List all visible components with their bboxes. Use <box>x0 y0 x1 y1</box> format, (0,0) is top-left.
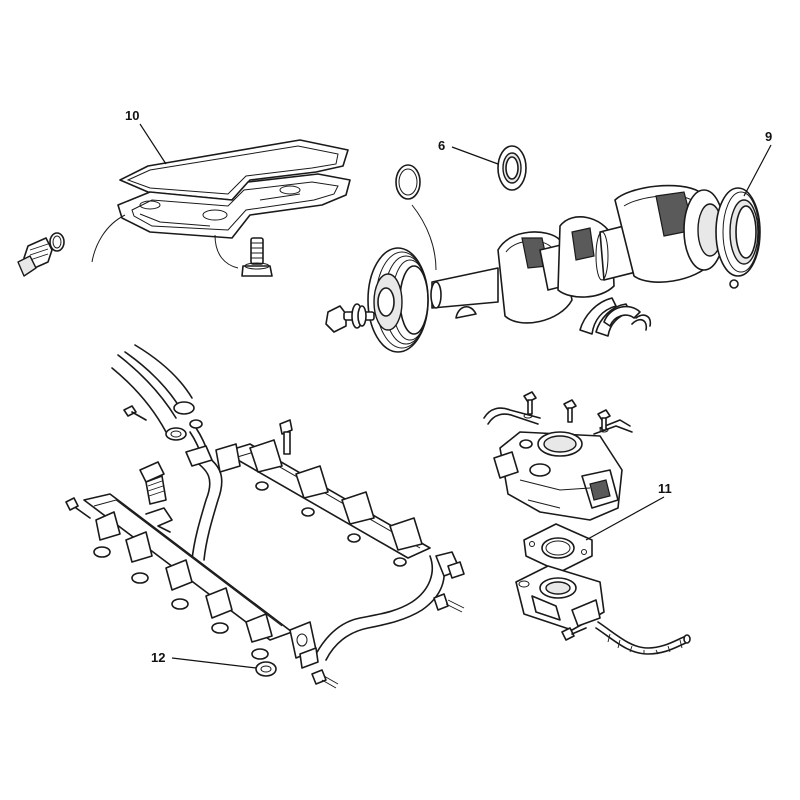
pipe-flange[interactable] <box>289 621 319 669</box>
crossover-pipe[interactable] <box>315 551 465 661</box>
leader-10 <box>139 123 167 165</box>
leader-11 <box>585 496 665 541</box>
upper-fuel-rail[interactable] <box>215 439 431 567</box>
leader-6 <box>451 146 499 165</box>
leader-9 <box>743 144 772 197</box>
drain-plug[interactable] <box>17 232 65 277</box>
rail-bolt-upper[interactable] <box>279 419 293 455</box>
callout-12: 12 <box>151 650 165 665</box>
retaining-clip[interactable] <box>145 507 173 533</box>
main-bearing-shells[interactable] <box>579 297 652 337</box>
callout-6: 6 <box>438 138 445 153</box>
callout-9: 9 <box>765 129 772 144</box>
adapter-bolt[interactable] <box>561 627 587 641</box>
rear-main-seal[interactable] <box>715 187 761 277</box>
throttle-adapter[interactable] <box>515 565 605 631</box>
sensor-cable[interactable] <box>595 621 691 655</box>
throttle-body[interactable] <box>493 431 623 521</box>
leader-12 <box>171 657 257 669</box>
callout-10: 10 <box>125 108 139 123</box>
pipe-bolt[interactable] <box>433 593 465 613</box>
sealing-washer[interactable] <box>255 661 277 677</box>
rail-bolt-left[interactable] <box>65 497 91 519</box>
crankshaft-pulley[interactable] <box>367 247 429 353</box>
coolant-hoses[interactable] <box>111 344 195 441</box>
crankshaft-oil-seal[interactable] <box>497 145 527 191</box>
woodruff-key[interactable] <box>455 306 477 319</box>
breather-pipe[interactable] <box>185 445 223 561</box>
bottom-bolt[interactable] <box>311 669 339 689</box>
o-ring[interactable] <box>395 164 437 271</box>
dowel-ball[interactable] <box>729 279 739 289</box>
lower-fuel-rail[interactable] <box>83 493 293 660</box>
crankshaft[interactable] <box>430 184 725 324</box>
oil-pan-bolt[interactable] <box>241 237 273 277</box>
throttle-body-bracket[interactable] <box>483 407 633 435</box>
callout-11: 11 <box>658 481 672 496</box>
sensor[interactable] <box>139 461 167 505</box>
throttle-bolts[interactable] <box>523 391 611 431</box>
oil-pan-gasket-assembly[interactable] <box>91 139 351 269</box>
hose-bolt[interactable] <box>123 405 147 421</box>
pulley-bolt[interactable] <box>325 303 375 333</box>
throttle-body-gasket[interactable] <box>523 523 593 573</box>
